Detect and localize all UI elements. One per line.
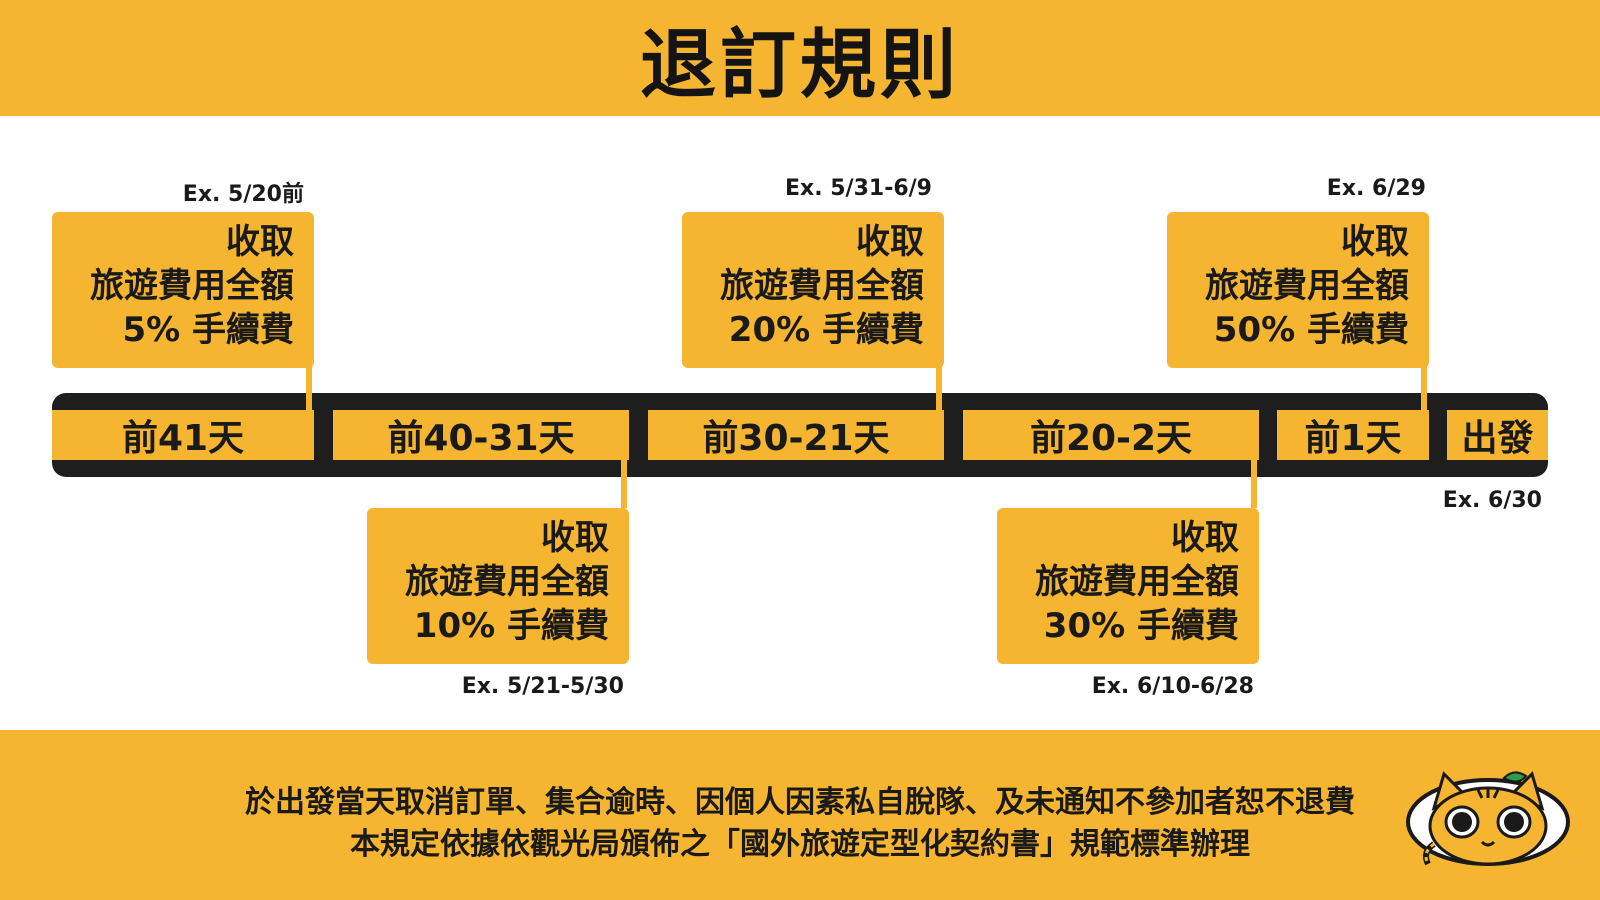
tiger-cat-mascot-icon: [1406, 771, 1570, 866]
footer-banner: [0, 730, 1600, 900]
fee-card-line: 旅遊費用全額: [90, 266, 294, 306]
card-connector: [1421, 360, 1427, 410]
footer-notice: 於出發當天取消訂單、集合逾時、因個人因素私自脫隊、及未通知不參加者恕不退費 本規…: [0, 782, 1600, 866]
fee-card-rate: 30% 手續費: [1043, 606, 1239, 646]
example-date: Ex. 5/20前: [182, 182, 304, 207]
card-connector: [936, 360, 942, 410]
page-title: 退訂規則: [640, 20, 960, 109]
example-date: Ex. 6/10-6/28: [1091, 674, 1254, 699]
fee-card-line: 旅遊費用全額: [720, 266, 924, 306]
card-connector: [306, 360, 312, 410]
card-connector: [1251, 460, 1257, 508]
timeline-segment-1-day: 前1天: [1277, 410, 1429, 460]
footer-notice-line-1: 於出發當天取消訂單、集合逾時、因個人因素私自脫隊、及未通知不參加者恕不退費: [245, 785, 1355, 820]
fee-card-10-percent: 收取 旅遊費用全額 10% 手續費: [367, 508, 629, 664]
fee-card-line: 旅遊費用全額: [1035, 562, 1239, 602]
timeline-segment-30-21-days: 前30-21天: [648, 410, 944, 460]
fee-card-30-percent: 收取 旅遊費用全額 30% 手續費: [997, 508, 1259, 664]
fee-card-20-percent: 收取 旅遊費用全額 20% 手續費: [682, 212, 944, 368]
timeline-segment-41-days: 前41天: [52, 410, 314, 460]
departure-example-date: Ex. 6/30: [1442, 488, 1542, 513]
timeline-segment-20-2-days: 前20-2天: [963, 410, 1259, 460]
example-date: Ex. 5/21-5/30: [461, 674, 624, 699]
timeline-segment-departure: 出發: [1447, 410, 1548, 460]
fee-card-rate: 20% 手續費: [728, 310, 924, 350]
fee-card-line: 收取: [856, 222, 924, 262]
fee-card-50-percent: 收取 旅遊費用全額 50% 手續費: [1167, 212, 1429, 368]
fee-card-line: 旅遊費用全額: [1205, 266, 1409, 306]
fee-card-5-percent: 收取 旅遊費用全額 5% 手續費: [52, 212, 314, 368]
fee-card-rate: 50% 手續費: [1213, 310, 1409, 350]
fee-card-line: 收取: [541, 518, 609, 558]
fee-card-line: 收取: [1171, 518, 1239, 558]
fee-card-line: 收取: [226, 222, 294, 262]
card-connector: [621, 460, 627, 508]
fee-card-rate: 5% 手續費: [122, 310, 294, 350]
footer-notice-line-2: 本規定依據依觀光局頒佈之「國外旅遊定型化契約書」規範標準辦理: [350, 827, 1250, 862]
example-date: Ex. 5/31-6/9: [785, 176, 932, 201]
fee-card-line: 旅遊費用全額: [405, 562, 609, 602]
fee-card-rate: 10% 手續費: [413, 606, 609, 646]
fee-card-line: 收取: [1341, 222, 1409, 262]
timeline-segment-40-31-days: 前40-31天: [333, 410, 629, 460]
example-date: Ex. 6/29: [1326, 176, 1426, 201]
header-banner: 退訂規則: [0, 0, 1600, 116]
